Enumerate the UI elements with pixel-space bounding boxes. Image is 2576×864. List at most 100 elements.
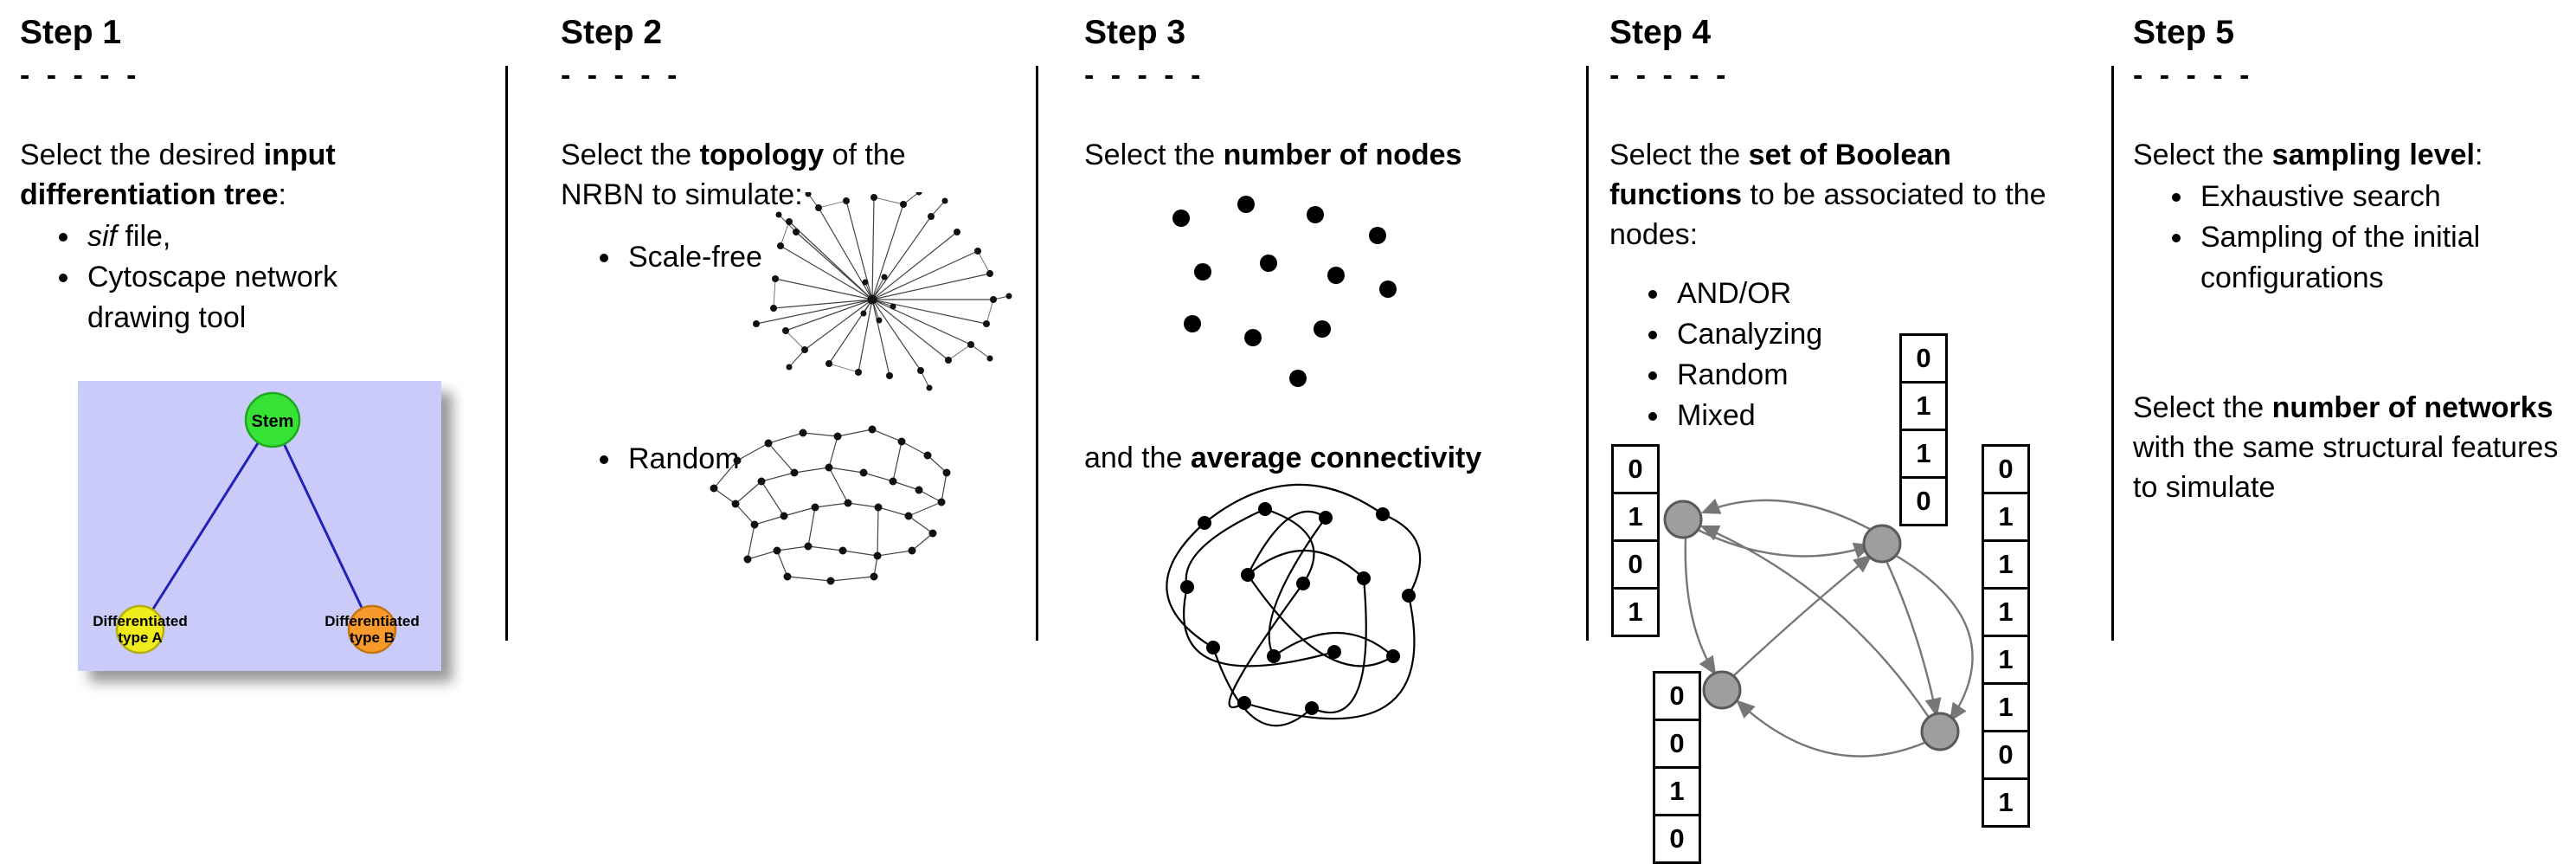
scale-free-network-figure (753, 192, 1012, 391)
text-segment: sampling level (2271, 139, 2475, 171)
tree-edge (271, 419, 374, 630)
random-network-figure (710, 425, 951, 585)
bullet-item: Random (1672, 355, 1973, 396)
column-divider (1586, 66, 1589, 641)
connectivity-tangle-figure (1166, 483, 1422, 727)
type-b-node (349, 606, 395, 653)
scale-free-bullet: Scale-free (561, 237, 838, 278)
step-5-title: Step 5 (2133, 14, 2235, 51)
step-4-bullet-list: AND/OR Canalyzing Random Mixed (1609, 274, 1973, 436)
step-5-column: Step 5 - - - - - Select the sampling lev… (2133, 14, 2570, 845)
bullet-item: Cytoscape network drawing tool (82, 257, 418, 339)
truth-table-cell: 0 (1899, 476, 1948, 526)
text-segment: : (278, 178, 286, 211)
text-segment: Canalyzing (1677, 318, 1823, 351)
step-5-description: Select the sampling level: (2133, 135, 2570, 175)
bullet-item: AND/OR (1672, 274, 1973, 314)
text-segment: Select the (561, 139, 700, 171)
type-a-label-line2: type A (118, 629, 162, 646)
text-segment: Cytoscape network drawing tool (87, 261, 338, 334)
bullet-item: Scale-free (623, 237, 838, 278)
truth-table-cell: 1 (1611, 492, 1660, 542)
step-3-description: Select the number of nodes (1084, 135, 1569, 175)
text-segment: Mixed (1677, 399, 1756, 432)
step-3-title: Step 3 (1084, 14, 1186, 51)
type-a-node-ring (115, 604, 165, 654)
step-3-dashed-separator: - - - - - (1084, 59, 1205, 92)
truth-table-cell: 1 (1611, 587, 1660, 637)
text-segment: input differentiation tree (20, 139, 336, 211)
differentiation-tree-svg: Stem Differentiated type A Differentiate… (78, 381, 441, 671)
text-segment: Select the (2133, 391, 2272, 424)
truth-table-cell: 1 (1982, 587, 2030, 637)
truth-table-cell: 1 (1982, 777, 2030, 828)
type-b-node-ring (347, 604, 397, 654)
step-4-dashed-separator: - - - - - (1609, 59, 1731, 92)
truth-table-cell: 1 (1653, 766, 1701, 816)
text-segment: number of nodes (1223, 139, 1462, 171)
text-segment: sif (87, 220, 117, 253)
step-4-column: Step 4 - - - - - Select the set of Boole… (1609, 14, 2059, 845)
step-5-description-2: Select the number of networks with the s… (2133, 388, 2574, 507)
truth-table-cell: 1 (1899, 381, 1948, 431)
text-segment: Select the desired (20, 139, 264, 171)
text-segment: AND/OR (1677, 277, 1792, 310)
step-3-column: Step 3 - - - - - Select the number of no… (1084, 14, 1586, 845)
step-1-title: Step 1 (20, 14, 122, 51)
bullet-item: sif file, (82, 216, 418, 257)
step-5-dashed-separator: - - - - - (2133, 59, 2254, 92)
step-1-column: Step 1 - - - - - Select the desired inpu… (20, 14, 441, 845)
text-segment: average connectivity (1190, 442, 1482, 474)
step-1-bullet-list: sif file, Cytoscape network drawing tool (20, 216, 418, 339)
text-segment: to be associated to the nodes: (1609, 178, 2046, 251)
text-segment: of the NRBN to simulate: (561, 139, 906, 211)
boolean-network-svg (1663, 498, 1974, 758)
step-1-dashed-separator: - - - - - (20, 59, 141, 92)
truth-table-cell: 1 (1982, 539, 2030, 590)
step-3-description-2: and the average connectivity (1084, 438, 1569, 478)
step-5-bullet-list: Exhaustive search Sampling of the initia… (2133, 177, 2540, 299)
bullet-item: Canalyzing (1672, 314, 1973, 355)
truth-table-cell: 1 (1982, 635, 2030, 685)
step-2-description: Select the topology of the NRBN to simul… (561, 135, 993, 215)
truth-table-cell: 0 (1982, 444, 2030, 494)
type-b-label-line1: Differentiated (324, 613, 420, 629)
text-segment: Select the (2133, 139, 2272, 171)
column-divider (505, 66, 508, 641)
truth-table-cell: 0 (1653, 719, 1701, 769)
truth-table-cell: 0 (1899, 333, 1948, 384)
column-divider (2111, 66, 2114, 641)
step-4-description: Select the set of Boolean functions to b… (1609, 135, 2059, 255)
text-segment: Sampling of the initial configurations (2200, 221, 2481, 294)
truth-table-cell: 0 (1982, 730, 2030, 780)
truth-table-cell: 1 (1982, 682, 2030, 732)
text-segment: Select the (1084, 139, 1224, 171)
random-bullet: Random (561, 439, 838, 480)
truth-table-cell: 1 (1982, 492, 2030, 542)
truth-table-cell: 1 (1899, 429, 1948, 479)
truth-table-cell: 0 (1611, 539, 1660, 590)
bullet-item: Mixed (1672, 396, 1973, 436)
step-4-title: Step 4 (1609, 14, 1712, 51)
text-segment: Select the (1609, 139, 1749, 171)
text-segment: : (2474, 139, 2483, 171)
text-segment: topology (699, 139, 825, 171)
text-segment: file, (117, 220, 171, 253)
type-a-node (117, 606, 164, 653)
text-segment: Random (628, 442, 740, 475)
stem-label: Stem (252, 412, 294, 431)
bullet-item: Random (623, 439, 838, 480)
type-a-label-line1: Differentiated (93, 613, 188, 629)
step-2-title: Step 2 (561, 14, 663, 51)
bullet-item: Exhaustive search (2195, 177, 2540, 217)
differentiation-tree-figure: Stem Differentiated type A Differentiate… (78, 381, 441, 671)
tree-edge (138, 419, 274, 630)
step-1-description: Select the desired input differentiation… (20, 135, 418, 215)
text-segment: set of Boolean functions (1609, 139, 1951, 211)
stem-node-ring (244, 391, 301, 448)
